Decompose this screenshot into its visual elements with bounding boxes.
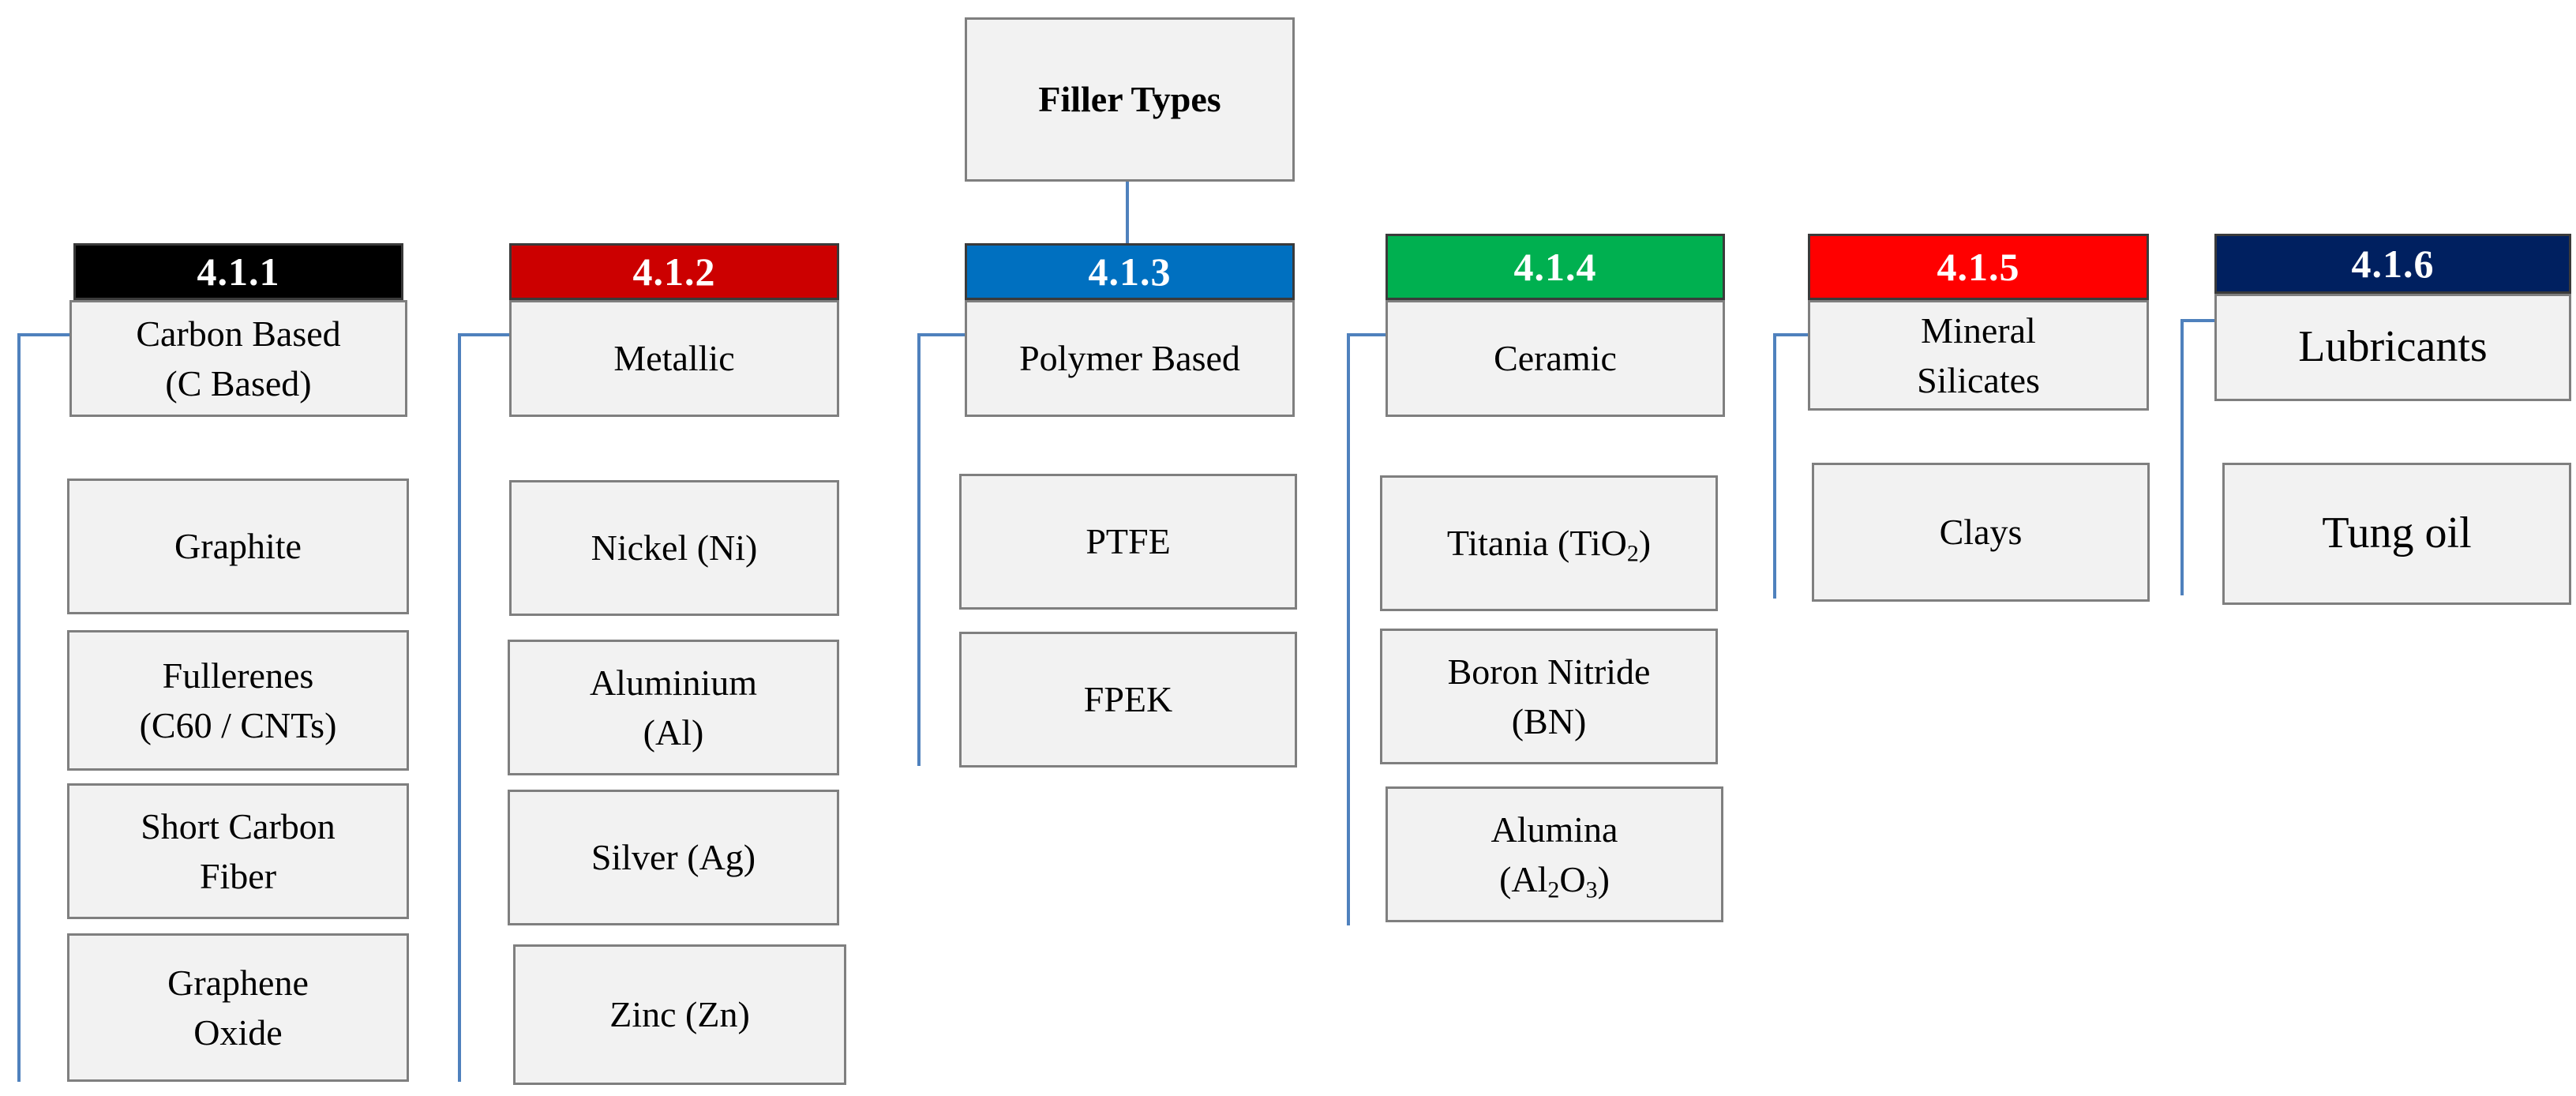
category-title-metallic: Metallic [509, 300, 839, 417]
filler-item-alumina-al2o3: Alumina (Al2O3) [1385, 786, 1723, 922]
category-header-polymer-based: 4.1.3 [965, 243, 1295, 300]
root-node: Filler Types [965, 17, 1295, 182]
category-number: 4.1.4 [1513, 245, 1597, 289]
category-title-polymer-based: Polymer Based [965, 300, 1295, 417]
label-text: Silver (Ag) [591, 832, 756, 882]
label-text: Ceramic [1494, 333, 1617, 383]
connector-tick-ceramic [1347, 333, 1385, 336]
label-line: PTFE [1086, 521, 1171, 562]
label-line: Titania (TiO2) [1446, 523, 1652, 567]
label-line: (Al) [643, 712, 704, 753]
label-text: Clays [1940, 507, 2023, 557]
label-text: Metallic [613, 333, 734, 383]
label-text: Nickel (Ni) [591, 523, 758, 572]
connector-tick-mineral-silicates [1773, 333, 1808, 336]
label-line: Nickel (Ni) [591, 527, 758, 569]
label-line: (Al2O3) [1499, 859, 1610, 903]
label-text: Graphite [174, 521, 302, 571]
label-text: Fullerenes (C60 / CNTs) [140, 651, 337, 751]
connector-line-metallic [458, 333, 461, 1082]
label-text: Carbon Based (C Based) [136, 309, 340, 409]
category-header-carbon-based-c-based: 4.1.1 [73, 243, 403, 300]
filler-item-graphite: Graphite [67, 479, 409, 614]
filler-item-tung-oil: Tung oil [2222, 463, 2571, 605]
label-line: Polymer Based [1019, 338, 1240, 379]
filler-item-aluminium-al: Aluminium (Al) [508, 640, 839, 775]
connector-tick-polymer-based [917, 333, 965, 336]
category-number: 4.1.6 [2351, 242, 2435, 286]
category-title-ceramic: Ceramic [1385, 300, 1725, 417]
label-text: Lubricants [2298, 317, 2487, 377]
category-header-ceramic: 4.1.4 [1385, 234, 1725, 300]
label-line: Aluminium [589, 662, 758, 703]
category-number: 4.1.3 [1088, 250, 1172, 294]
category-header-mineral-silicates: 4.1.5 [1808, 234, 2149, 300]
connector-line-ceramic [1347, 333, 1350, 925]
filler-item-fpek: FPEK [959, 632, 1297, 768]
label-line: Graphite [174, 526, 302, 567]
filler-item-silver-ag: Silver (Ag) [508, 790, 839, 925]
filler-item-zinc-zn: Zinc (Zn) [513, 944, 846, 1085]
root-label: Filler Types [1038, 79, 1221, 120]
label-line: Tung oil [2322, 509, 2472, 558]
category-header-lubricants: 4.1.6 [2214, 234, 2571, 294]
connector-line-carbon-based-c-based [17, 333, 21, 1082]
label-text: Tung oil [2322, 503, 2471, 564]
label-line: FPEK [1083, 679, 1173, 720]
label-text: Boron Nitride (BN) [1448, 647, 1651, 747]
connector-tick-lubricants [2180, 319, 2214, 322]
filler-item-titania-tio2: Titania (TiO2) [1380, 475, 1718, 611]
label-line: Zinc (Zn) [609, 994, 750, 1035]
connector-tick-metallic [458, 333, 509, 336]
filler-item-nickel-ni: Nickel (Ni) [509, 480, 839, 616]
label-text: Zinc (Zn) [609, 989, 750, 1039]
category-number: 4.1.1 [197, 250, 280, 294]
category-number: 4.1.2 [632, 250, 716, 294]
label-line: Fullerenes [162, 655, 314, 696]
label-text: Aluminium (Al) [590, 658, 757, 758]
label-line: Silver (Ag) [591, 837, 756, 878]
label-line: Graphene [167, 962, 309, 1003]
category-title-lubricants: Lubricants [2214, 294, 2571, 401]
root-connector-line [1126, 182, 1129, 245]
label-line: Carbon Based [136, 313, 341, 354]
connector-tick-carbon-based-c-based [17, 333, 69, 336]
filler-item-boron-nitride-bn: Boron Nitride (BN) [1380, 629, 1718, 764]
connector-line-polymer-based [917, 333, 921, 766]
label-text: Polymer Based [1019, 333, 1240, 383]
label-line: Alumina [1490, 809, 1618, 850]
category-title-carbon-based-c-based: Carbon Based (C Based) [69, 300, 407, 417]
label-line: Short Carbon [141, 805, 336, 846]
label-line: (BN) [1511, 701, 1587, 741]
label-line: Clays [1939, 512, 2023, 553]
filler-item-clays: Clays [1812, 463, 2150, 602]
label-line: Mineral [1921, 310, 2036, 351]
label-line: Metallic [613, 338, 735, 379]
label-text: FPEK [1084, 674, 1172, 724]
label-line: Oxide [193, 1012, 283, 1053]
label-line: Boron Nitride [1447, 651, 1651, 692]
connector-line-lubricants [2180, 319, 2184, 595]
label-line: Lubricants [2298, 322, 2488, 372]
label-text: Titania (TiO2) [1447, 518, 1651, 568]
label-line: (C Based) [165, 363, 312, 403]
connector-line-mineral-silicates [1773, 333, 1776, 599]
label-text: PTFE [1086, 516, 1170, 566]
label-text: Alumina (Al2O3) [1491, 805, 1618, 905]
filler-item-ptfe: PTFE [959, 474, 1297, 610]
filler-item-fullerenes-c60-cnts: Fullerenes (C60 / CNTs) [67, 630, 409, 771]
label-line: Silicates [1917, 360, 2040, 400]
label-line: Fiber [199, 856, 277, 896]
label-line: (C60 / CNTs) [139, 705, 337, 745]
label-line: Ceramic [1494, 338, 1617, 379]
category-header-metallic: 4.1.2 [509, 243, 839, 300]
category-number: 4.1.5 [1937, 245, 2020, 289]
